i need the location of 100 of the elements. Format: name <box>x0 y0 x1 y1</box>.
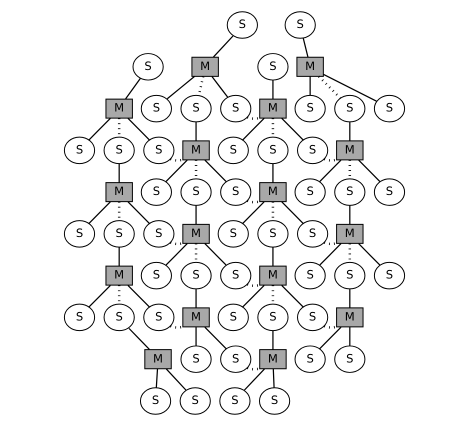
connector <box>358 160 380 182</box>
connector <box>195 122 197 141</box>
connector <box>319 160 342 182</box>
connector <box>166 160 188 182</box>
connector <box>281 118 304 140</box>
connector <box>310 76 311 96</box>
node-ellipse: S <box>284 11 316 39</box>
connector <box>246 283 260 287</box>
node-box: M <box>105 98 133 119</box>
connector <box>246 116 260 120</box>
connector <box>281 201 304 224</box>
node-ellipse: S <box>220 94 252 122</box>
node-box: M <box>336 307 364 328</box>
connector <box>170 324 183 329</box>
connector <box>242 201 265 224</box>
connector <box>348 160 352 179</box>
node-ellipse: S <box>297 136 328 164</box>
connector <box>324 241 337 246</box>
node-ellipse: S <box>294 94 326 122</box>
node-box: M <box>336 224 364 244</box>
connector <box>302 38 309 58</box>
node-box: M <box>296 56 324 77</box>
node-box: M <box>182 140 210 160</box>
connector <box>349 122 350 141</box>
connector <box>118 247 120 266</box>
node-ellipse: S <box>143 220 174 248</box>
node-ellipse: S <box>374 94 406 122</box>
node-ellipse: S <box>180 94 212 122</box>
connector <box>118 118 120 137</box>
node-box: M <box>259 98 287 119</box>
node-ellipse: S <box>220 178 252 206</box>
node-ellipse: S <box>180 262 212 290</box>
connector <box>211 76 228 98</box>
connector <box>194 160 198 179</box>
node-ellipse: S <box>218 220 249 248</box>
node-box: M <box>105 182 133 202</box>
node-ellipse: S <box>334 178 366 206</box>
node-box: M <box>259 349 287 370</box>
connector <box>349 206 350 224</box>
connector <box>272 80 274 99</box>
connector <box>242 284 265 308</box>
connector <box>348 244 352 262</box>
connector <box>166 368 186 391</box>
node-ellipse: S <box>143 136 174 164</box>
connector <box>118 285 120 304</box>
node-ellipse: S <box>140 178 172 206</box>
connector <box>204 326 227 350</box>
node-ellipse: S <box>294 345 326 373</box>
node-ellipse: S <box>180 178 212 206</box>
node-box: M <box>259 182 287 202</box>
node-box: M <box>182 307 210 328</box>
node-ellipse: S <box>104 220 135 248</box>
connector <box>156 368 158 388</box>
node-ellipse: S <box>140 262 172 290</box>
connector <box>88 201 111 224</box>
node-ellipse: S <box>257 304 289 332</box>
node-ellipse: S <box>180 345 212 373</box>
connector <box>324 324 337 329</box>
node-ellipse: S <box>257 220 289 248</box>
connector <box>272 164 274 182</box>
connector <box>118 202 120 220</box>
connector <box>204 160 227 182</box>
node-box: M <box>259 266 287 286</box>
connector <box>128 284 150 308</box>
node-ellipse: S <box>140 387 172 415</box>
node-ellipse: S <box>64 220 96 248</box>
connector <box>195 327 197 346</box>
node-ellipse: S <box>132 53 164 81</box>
connector <box>242 118 265 140</box>
connector <box>246 200 260 204</box>
connector <box>170 158 183 162</box>
connector <box>195 206 197 224</box>
connector <box>349 289 350 308</box>
node-ellipse: S <box>374 262 406 290</box>
connector <box>204 243 227 266</box>
node-ellipse: S <box>64 304 96 332</box>
node-box: M <box>191 56 219 77</box>
connector <box>166 76 195 100</box>
node-ellipse: S <box>143 304 174 332</box>
connector <box>128 201 150 224</box>
connector <box>272 368 275 388</box>
connector <box>349 327 350 346</box>
node-ellipse: S <box>257 136 289 164</box>
connector <box>125 78 141 100</box>
node-box: M <box>182 224 210 244</box>
connector <box>170 241 183 246</box>
node-ellipse: S <box>140 94 172 122</box>
node-ellipse: S <box>220 262 252 290</box>
connector <box>272 118 274 137</box>
node-ellipse: S <box>297 304 328 332</box>
node-ellipse: S <box>297 220 328 248</box>
node-box: M <box>144 349 172 370</box>
connector <box>358 243 380 266</box>
connector <box>246 366 260 370</box>
connector <box>244 368 265 391</box>
connector <box>323 74 377 102</box>
node-ellipse: S <box>226 11 258 39</box>
connector <box>128 118 150 140</box>
connector <box>272 330 274 350</box>
connector <box>324 158 337 162</box>
